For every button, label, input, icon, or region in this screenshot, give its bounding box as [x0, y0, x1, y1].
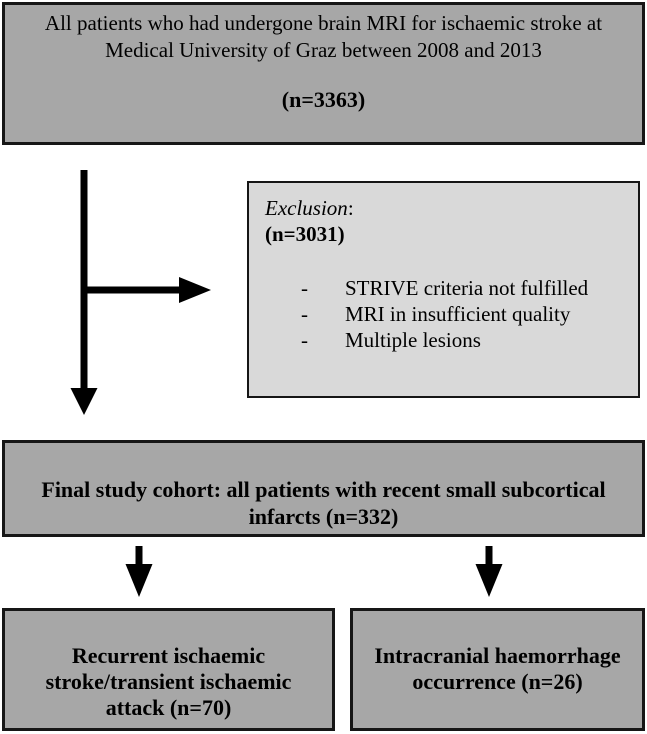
arrow-down-right-outcome-icon [475, 546, 503, 597]
top-box-count: (n=3363) [281, 87, 366, 112]
exclusion-list: - STRIVE criteria not fulfilled - MRI in… [265, 275, 632, 353]
outcome-left-line-1: Recurrent ischaemic [71, 643, 266, 668]
arrow-right-to-exclusion-icon [84, 277, 211, 303]
exclusion-title-colon: : [347, 196, 354, 220]
exclusion-item-text: Multiple lesions [345, 328, 481, 352]
top-box: All patients who had undergone brain MRI… [2, 2, 645, 145]
cohort-line-1: Final study cohort: all patients with re… [41, 477, 606, 502]
top-box-line-1: All patients who had undergone brain MRI… [44, 11, 603, 35]
outcome-left-line-2: stroke/transient ischaemic [45, 669, 292, 694]
dash-bullet: - [301, 276, 308, 300]
exclusion-item: - Multiple lesions [301, 327, 632, 353]
arrow-down-left-outcome-icon [125, 546, 153, 597]
cohort-box: Final study cohort: all patients with re… [2, 440, 645, 537]
exclusion-box: Exclusion: (n=3031) - STRIVE criteria no… [247, 181, 640, 398]
exclusion-item-text: MRI in insufficient quality [345, 302, 571, 326]
exclusion-count: (n=3031) [265, 222, 345, 246]
exclusion-item: - STRIVE criteria not fulfilled [301, 275, 632, 301]
arrow-down-to-cohort-icon [70, 170, 98, 415]
dash-bullet: - [301, 302, 308, 326]
outcome-right-line-1: Intracranial haemorrhage [374, 643, 621, 668]
top-box-line-2: Medical University of Graz between 2008 … [105, 38, 542, 62]
outcome-left-line-3: attack (n=70) [105, 695, 232, 720]
exclusion-item: - MRI in insufficient quality [301, 301, 632, 327]
outcome-right-line-2: occurrence (n=26) [412, 669, 583, 694]
exclusion-title-word: Exclusion [265, 196, 348, 220]
outcome-right-box: Intracranial haemorrhage occurrence (n=2… [350, 608, 645, 731]
dash-bullet: - [301, 328, 308, 352]
outcome-left-box: Recurrent ischaemic stroke/transient isc… [2, 608, 335, 731]
exclusion-title: Exclusion: [265, 195, 632, 221]
cohort-line-2: infarcts (n=332) [248, 504, 399, 529]
exclusion-item-text: STRIVE criteria not fulfilled [345, 276, 589, 300]
